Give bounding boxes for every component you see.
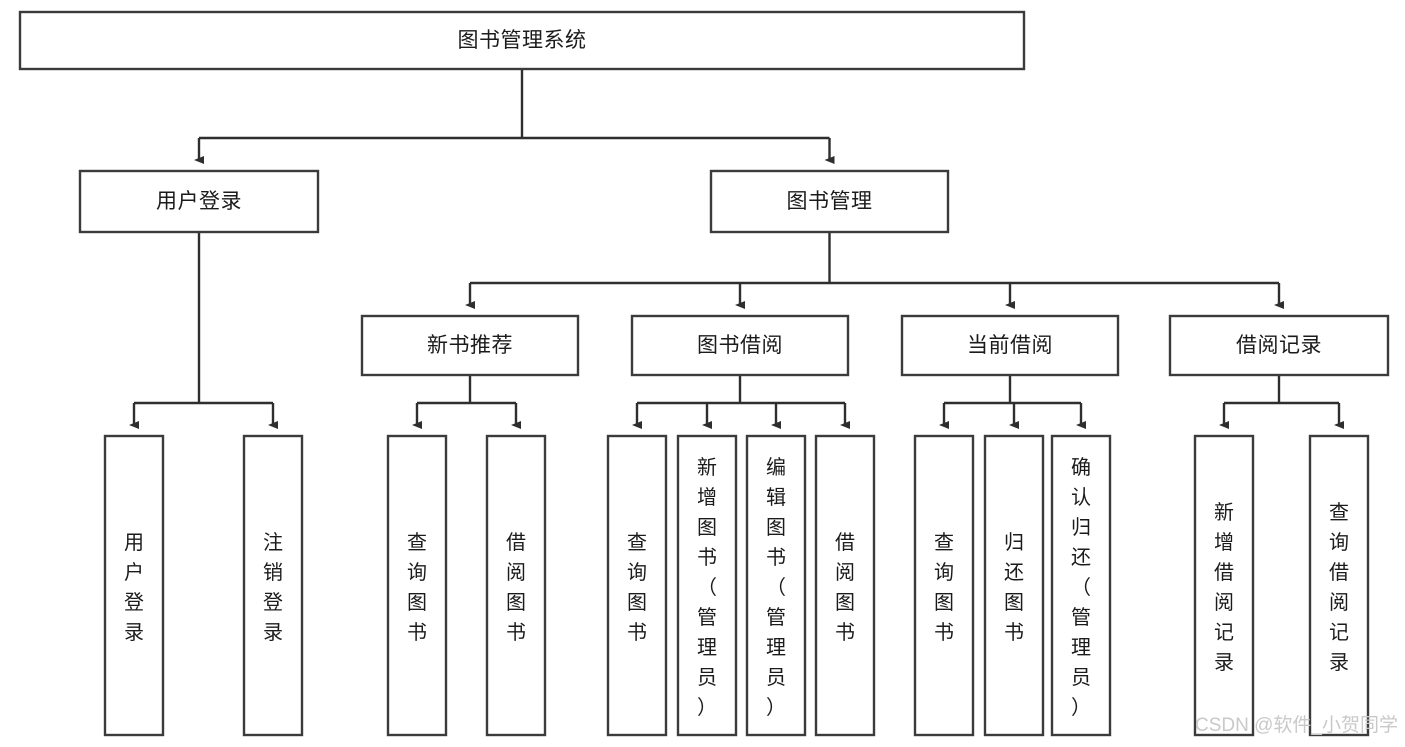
- node-new-book-recommend[interactable]: 新书推荐: [360, 314, 580, 377]
- node-label: 新增借阅记录: [1214, 501, 1234, 674]
- node-box: [386, 434, 448, 737]
- node-box: [18, 10, 1026, 71]
- node-book-manage[interactable]: 图书管理: [709, 169, 950, 234]
- node-leaf-return-book[interactable]: 归还图书: [983, 434, 1045, 737]
- node-label: 编辑图书（管理员）: [766, 456, 786, 719]
- node-box: [606, 434, 668, 737]
- node-label: 注销登录: [263, 531, 283, 644]
- nodes-layer: 图书管理系统用户登录图书管理新书推荐图书借阅当前借阅借阅记录用户登录注销登录查询…: [18, 10, 1390, 737]
- node-leaf-borrow-book-2[interactable]: 借阅图书: [814, 434, 876, 737]
- node-leaf-user-login[interactable]: 用户登录: [103, 434, 165, 737]
- node-label: 借阅图书: [506, 531, 526, 644]
- edge-group-borrow-record: [1219, 375, 1344, 429]
- node-label: 查询借阅记录: [1329, 501, 1349, 674]
- edge-group-current-borrow: [939, 375, 1086, 429]
- node-box: [709, 169, 950, 234]
- node-leaf-borrow-book-1[interactable]: 借阅图书: [485, 434, 547, 737]
- node-label: 查询图书: [407, 531, 427, 644]
- edge-group-user-login: [129, 232, 278, 429]
- node-leaf-add-record[interactable]: 新增借阅记录: [1193, 434, 1255, 737]
- csdn-watermark: CSDN @软件_小贺同学: [1195, 714, 1398, 736]
- node-box: [814, 434, 876, 737]
- node-box: [360, 314, 580, 377]
- node-box: [983, 434, 1045, 737]
- node-label: 图书管理: [787, 190, 873, 213]
- node-box: [1050, 434, 1112, 737]
- node-leaf-query-book-3[interactable]: 查询图书: [913, 434, 975, 737]
- node-leaf-query-book-1[interactable]: 查询图书: [386, 434, 448, 737]
- node-box: [630, 314, 850, 377]
- node-box: [900, 314, 1120, 377]
- node-leaf-edit-book[interactable]: 编辑图书（管理员）: [745, 434, 807, 737]
- node-box: [1308, 434, 1370, 737]
- edge-group-root: [194, 69, 835, 164]
- node-borrow-record[interactable]: 借阅记录: [1168, 314, 1390, 377]
- node-leaf-confirm-return[interactable]: 确认归还（管理员）: [1050, 434, 1112, 737]
- node-box: [1168, 314, 1390, 377]
- node-leaf-query-record[interactable]: 查询借阅记录: [1308, 434, 1370, 737]
- node-root[interactable]: 图书管理系统: [18, 10, 1026, 71]
- node-label: 确认归还（管理员）: [1071, 456, 1091, 719]
- node-leaf-add-book[interactable]: 新增图书（管理员）: [676, 434, 738, 737]
- node-box: [103, 434, 165, 737]
- edge-group-book-borrow: [632, 375, 850, 429]
- node-label: 当前借阅: [967, 334, 1053, 357]
- node-leaf-logout[interactable]: 注销登录: [242, 434, 304, 737]
- node-label: 用户登录: [156, 190, 242, 213]
- node-label: 图书借阅: [697, 334, 783, 357]
- node-box: [745, 434, 807, 737]
- node-box: [485, 434, 547, 737]
- node-box: [242, 434, 304, 737]
- node-label: 用户登录: [124, 532, 144, 644]
- node-box: [1193, 434, 1255, 737]
- node-label: 图书管理系统: [458, 29, 587, 52]
- edge-group-book-manage: [465, 232, 1284, 309]
- node-label: 借阅图书: [835, 531, 855, 644]
- node-leaf-query-book-2[interactable]: 查询图书: [606, 434, 668, 737]
- node-label: 新增图书（管理员）: [697, 456, 717, 719]
- node-current-borrow[interactable]: 当前借阅: [900, 314, 1120, 377]
- node-box: [913, 434, 975, 737]
- edges-layer: [129, 69, 1344, 429]
- node-box: [78, 169, 320, 234]
- node-book-borrow[interactable]: 图书借阅: [630, 314, 850, 377]
- node-label: 查询图书: [934, 531, 954, 644]
- node-user-login[interactable]: 用户登录: [78, 169, 320, 234]
- node-label: 归还图书: [1004, 531, 1024, 644]
- node-box: [676, 434, 738, 737]
- node-label: 查询图书: [627, 531, 647, 644]
- edge-group-new-book-recommend: [412, 375, 521, 429]
- node-label: 新书推荐: [427, 334, 513, 357]
- node-label: 借阅记录: [1236, 334, 1322, 357]
